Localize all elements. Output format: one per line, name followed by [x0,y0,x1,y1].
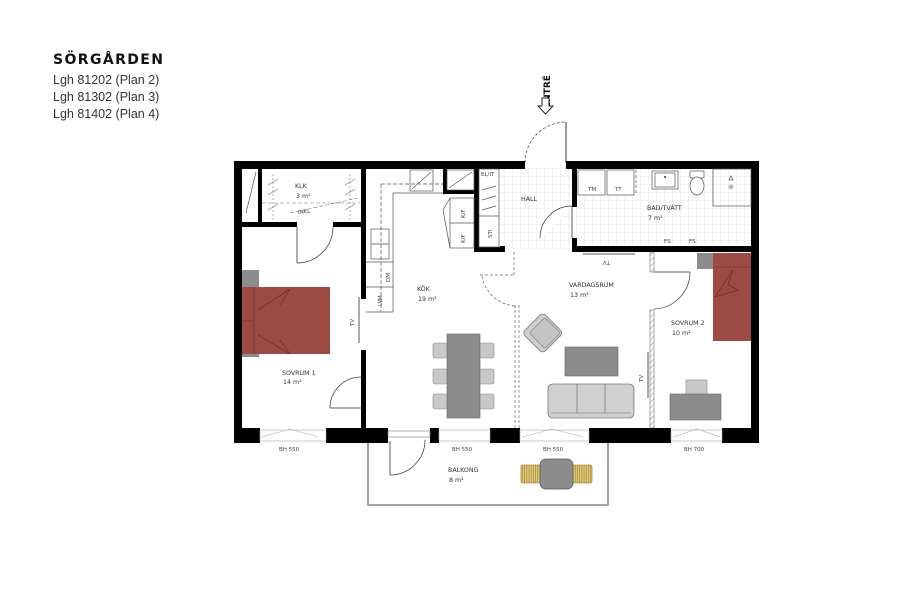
room-name: HALL [521,196,538,203]
room-name: VARDAGSRUM [569,282,614,289]
room-area: 19 m² [418,296,437,303]
sofa [547,383,635,419]
room-area: 14 m² [283,379,302,386]
room-area: 8 m² [449,477,464,484]
room-name: SOVRUM 1 [282,370,316,377]
unit-label: Lgh 81302 (Plan 3) [53,90,160,104]
interior-walls [242,169,751,428]
kitchen-counter [366,169,475,313]
room-area: 10 m² [672,330,691,337]
double-bed [242,270,330,357]
window-label: BH 700 [684,447,705,453]
tv-icon: TV [583,253,635,265]
cabinet-label: EL/IT [481,172,495,178]
entrance-door[interactable] [524,121,567,164]
tv-icon: TV [639,352,649,398]
room-name: BALKONG [448,467,479,474]
svg-text:TV: TV [639,375,645,383]
unit-label: Lgh 81402 (Plan 4) [53,107,160,121]
balcony-railing [367,443,609,506]
window-label: BH 550 [452,447,473,453]
entrance-marker: ENTRÉ [536,75,555,115]
storage-label: STI [488,229,494,238]
room-name: KLK [295,183,308,190]
room-area: 3 m² [296,193,311,200]
open-divider [480,252,520,428]
svg-text:TV: TV [350,319,356,327]
walk-in-closet: KLK 3 m² INKL [245,171,361,220]
exterior-walls [234,161,759,443]
project-title: SÖRGÅRDEN [53,52,165,68]
single-bed [697,253,751,341]
arrow-down-icon [536,97,555,115]
bath-fixtures [577,168,752,207]
bedroom-2-door[interactable] [653,271,691,310]
floor-drain-label: FS [689,239,696,245]
plan-header: SÖRGÅRDEN Lgh 81202 (Plan 2) Lgh 81302 (… [53,52,164,123]
balcony-table-set [520,458,593,490]
partition-wall [649,309,655,429]
oven-label: U/M [378,295,384,306]
bedroom-1-door[interactable] [329,376,362,409]
armchair [523,313,562,353]
window [259,428,723,442]
balcony-door[interactable] [387,430,431,476]
room-name: SOVRUM 2 [671,320,705,327]
washer-label: TM [587,187,596,193]
room-area: 7 m² [648,215,663,222]
dining-table [432,333,495,419]
dryer-label: TT [614,187,622,193]
desk [669,379,722,421]
room-name: KÖK [417,284,431,293]
dishwasher-label: DM [386,273,392,282]
shelf-label: INKL [298,208,312,216]
partition-wall [649,251,655,273]
fridge-label: K/F [461,209,467,218]
window-label: BH 550 [279,447,300,453]
hall-storage [478,168,500,248]
svg-text:TV: TV [603,259,611,265]
coffee-table [564,346,619,377]
window-label: BH 550 [543,447,564,453]
tv-icon: TV [350,297,360,343]
room-name: BAD/TVÄTT [647,203,682,212]
closet-door[interactable] [296,226,334,264]
bath-door[interactable] [539,205,573,239]
room-area: 13 m² [570,292,589,299]
freezer-label: K/F [461,234,467,243]
floor-drain-label: FS [664,239,671,245]
unit-label: Lgh 81202 (Plan 2) [53,73,160,87]
